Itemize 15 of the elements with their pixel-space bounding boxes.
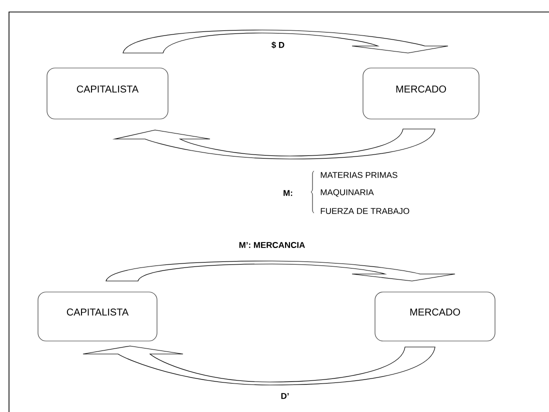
label-text: FUERZA DE TRABAJO xyxy=(320,208,410,214)
edge-label: D’ xyxy=(280,392,290,400)
edge-label: M’: MERCANCIA xyxy=(238,241,306,249)
label-text: MATERIAS PRIMAS xyxy=(320,172,398,178)
edge-label: $ D xyxy=(270,40,286,50)
process-box: CAPITALISTA xyxy=(38,292,158,342)
label-text: M: xyxy=(284,190,292,196)
curved-arrow xyxy=(106,260,456,282)
process-box: CAPITALISTA xyxy=(46,68,168,120)
curved-arrow xyxy=(122,30,448,54)
label-text: MAQUINARIA xyxy=(320,189,374,197)
process-box: MERCADO xyxy=(362,68,480,120)
curved-arrow xyxy=(82,346,436,386)
curved-arrow xyxy=(114,128,436,160)
process-box: MERCADO xyxy=(374,292,496,342)
